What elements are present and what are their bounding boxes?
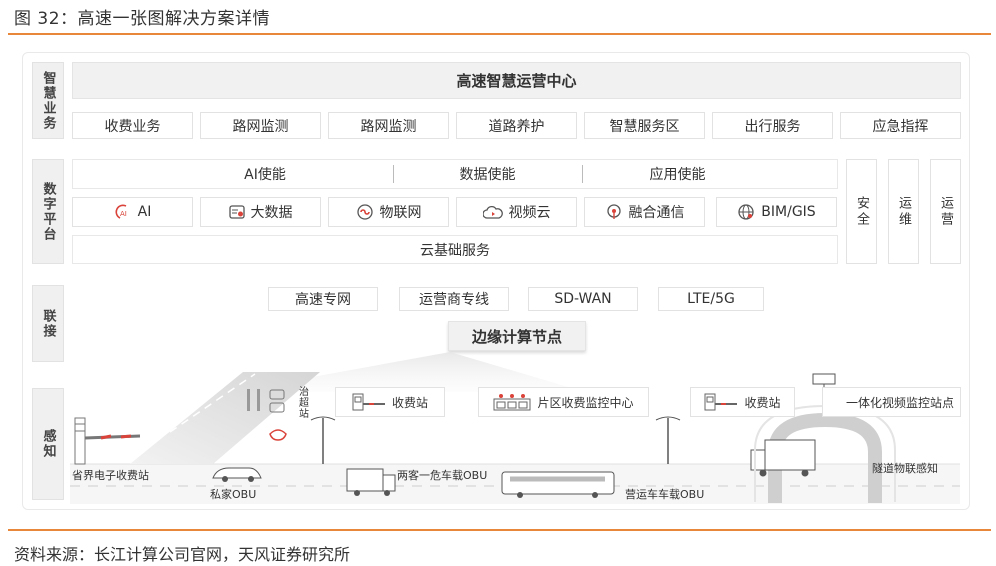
database-icon xyxy=(228,205,245,219)
module-bim-gis-label: BIM/GIS xyxy=(761,204,816,220)
toll-gate-icon xyxy=(352,393,386,411)
module-video-cloud: 视频云 xyxy=(456,197,577,227)
side-maintenance: 运维 xyxy=(888,159,919,264)
module-iot-label: 物联网 xyxy=(379,205,422,221)
big-truck-icon xyxy=(764,439,816,471)
module-fusion-comm: 融合通信 xyxy=(584,197,705,227)
provincial-toll-label: 省界电子收费站 xyxy=(72,469,149,482)
link-sd-wan: SD-WAN xyxy=(528,287,638,311)
section-label-digital: 数字平台 xyxy=(32,159,64,264)
toll-booth-icon xyxy=(74,417,86,465)
overload-station-label: 治超站 xyxy=(299,387,309,420)
business-item-network-monitor-1: 路网监测 xyxy=(200,112,321,139)
ai-chip-icon: AI xyxy=(114,204,132,220)
svg-text:AI: AI xyxy=(120,210,127,218)
section-label-business: 智慧业务 xyxy=(32,62,64,139)
module-bim-gis: BIM/GIS xyxy=(716,197,837,227)
hazmat-obu-label: 两客一危车载OBU xyxy=(397,469,488,482)
bus-obu-label: 营运车车载OBU xyxy=(625,488,705,501)
bus-icon xyxy=(501,471,615,495)
business-item-toll: 收费业务 xyxy=(72,112,193,139)
beam-shape xyxy=(230,352,585,392)
monitor-center-icon xyxy=(493,393,531,411)
enablers-row: AI使能 数据使能 应用使能 xyxy=(72,159,838,189)
source-note: 资料来源：长江计算公司官网，天风证券研究所 xyxy=(14,545,351,564)
figure-title: 图 32：高速一张图解决方案详情 xyxy=(14,9,271,29)
side-security: 安全 xyxy=(846,159,877,264)
tunnel-icon xyxy=(768,412,882,503)
ramp-dashline xyxy=(169,373,256,433)
edge-compute-node: 边缘计算节点 xyxy=(448,321,586,351)
toll-station-2: 收费站 xyxy=(690,387,795,417)
module-iot: 物联网 xyxy=(328,197,449,227)
hazmat-truck-icon xyxy=(346,468,384,492)
link-carrier-line: 运营商专线 xyxy=(399,287,509,311)
toll-station-1-label: 收费站 xyxy=(391,395,428,410)
module-video-cloud-label: 视频云 xyxy=(508,205,551,221)
perception-scene xyxy=(70,352,960,504)
iot-icon xyxy=(356,204,374,220)
signal-icon xyxy=(605,204,623,220)
private-obu-label: 私家OBU xyxy=(210,488,257,501)
top-divider xyxy=(8,33,991,35)
business-item-service-area: 智慧服务区 xyxy=(584,112,705,139)
overload-gate-post xyxy=(257,389,260,411)
module-bigdata-label: 大数据 xyxy=(250,205,293,221)
section-label-connect: 联接 xyxy=(32,285,64,362)
toll-station-1: 收费站 xyxy=(335,387,445,417)
module-bigdata: 大数据 xyxy=(200,197,321,227)
enabler-app: 应用使能 xyxy=(649,167,706,183)
truck-icon xyxy=(269,402,285,413)
region-monitor-center: 片区收费监控中心 xyxy=(478,387,649,417)
overload-gate-post xyxy=(247,389,250,411)
bottom-divider xyxy=(8,529,991,531)
toll-gate-icon xyxy=(704,393,738,411)
side-operation: 运营 xyxy=(930,159,961,264)
enabler-separator xyxy=(392,165,394,183)
globe-icon xyxy=(737,204,755,220)
toll-station-2-label: 收费站 xyxy=(744,395,781,410)
video-monitor-station: 一体化视频监控站点 xyxy=(822,387,961,417)
module-ai: AI AI xyxy=(72,197,193,227)
section-label-perception: 感知 xyxy=(32,388,64,500)
enabler-separator xyxy=(581,165,583,183)
enabler-ai: AI使能 xyxy=(244,167,286,183)
camera-icon xyxy=(269,429,287,441)
truck-icon xyxy=(269,389,285,400)
enabler-data: 数据使能 xyxy=(459,167,516,183)
link-lte-5g: LTE/5G xyxy=(658,287,764,311)
business-item-emergency: 应急指挥 xyxy=(840,112,961,139)
operation-center-bar: 高速智慧运营中心 xyxy=(72,62,961,99)
tunnel-iot-label: 隧道物联感知 xyxy=(872,462,938,475)
business-item-road-maintenance: 道路养护 xyxy=(456,112,577,139)
cloud-icon xyxy=(482,205,503,219)
business-item-travel-service: 出行服务 xyxy=(712,112,833,139)
cloud-base-bar: 云基础服务 xyxy=(72,235,838,264)
private-car-icon xyxy=(212,467,262,479)
link-private-network: 高速专网 xyxy=(268,287,378,311)
solar-panel-icon xyxy=(812,373,836,385)
module-fusion-comm-label: 融合通信 xyxy=(628,205,685,221)
region-monitor-center-label: 片区收费监控中心 xyxy=(537,395,634,410)
module-ai-label: AI xyxy=(137,204,152,220)
ramp-shape xyxy=(130,372,320,464)
business-item-network-monitor-2: 路网监测 xyxy=(328,112,449,139)
